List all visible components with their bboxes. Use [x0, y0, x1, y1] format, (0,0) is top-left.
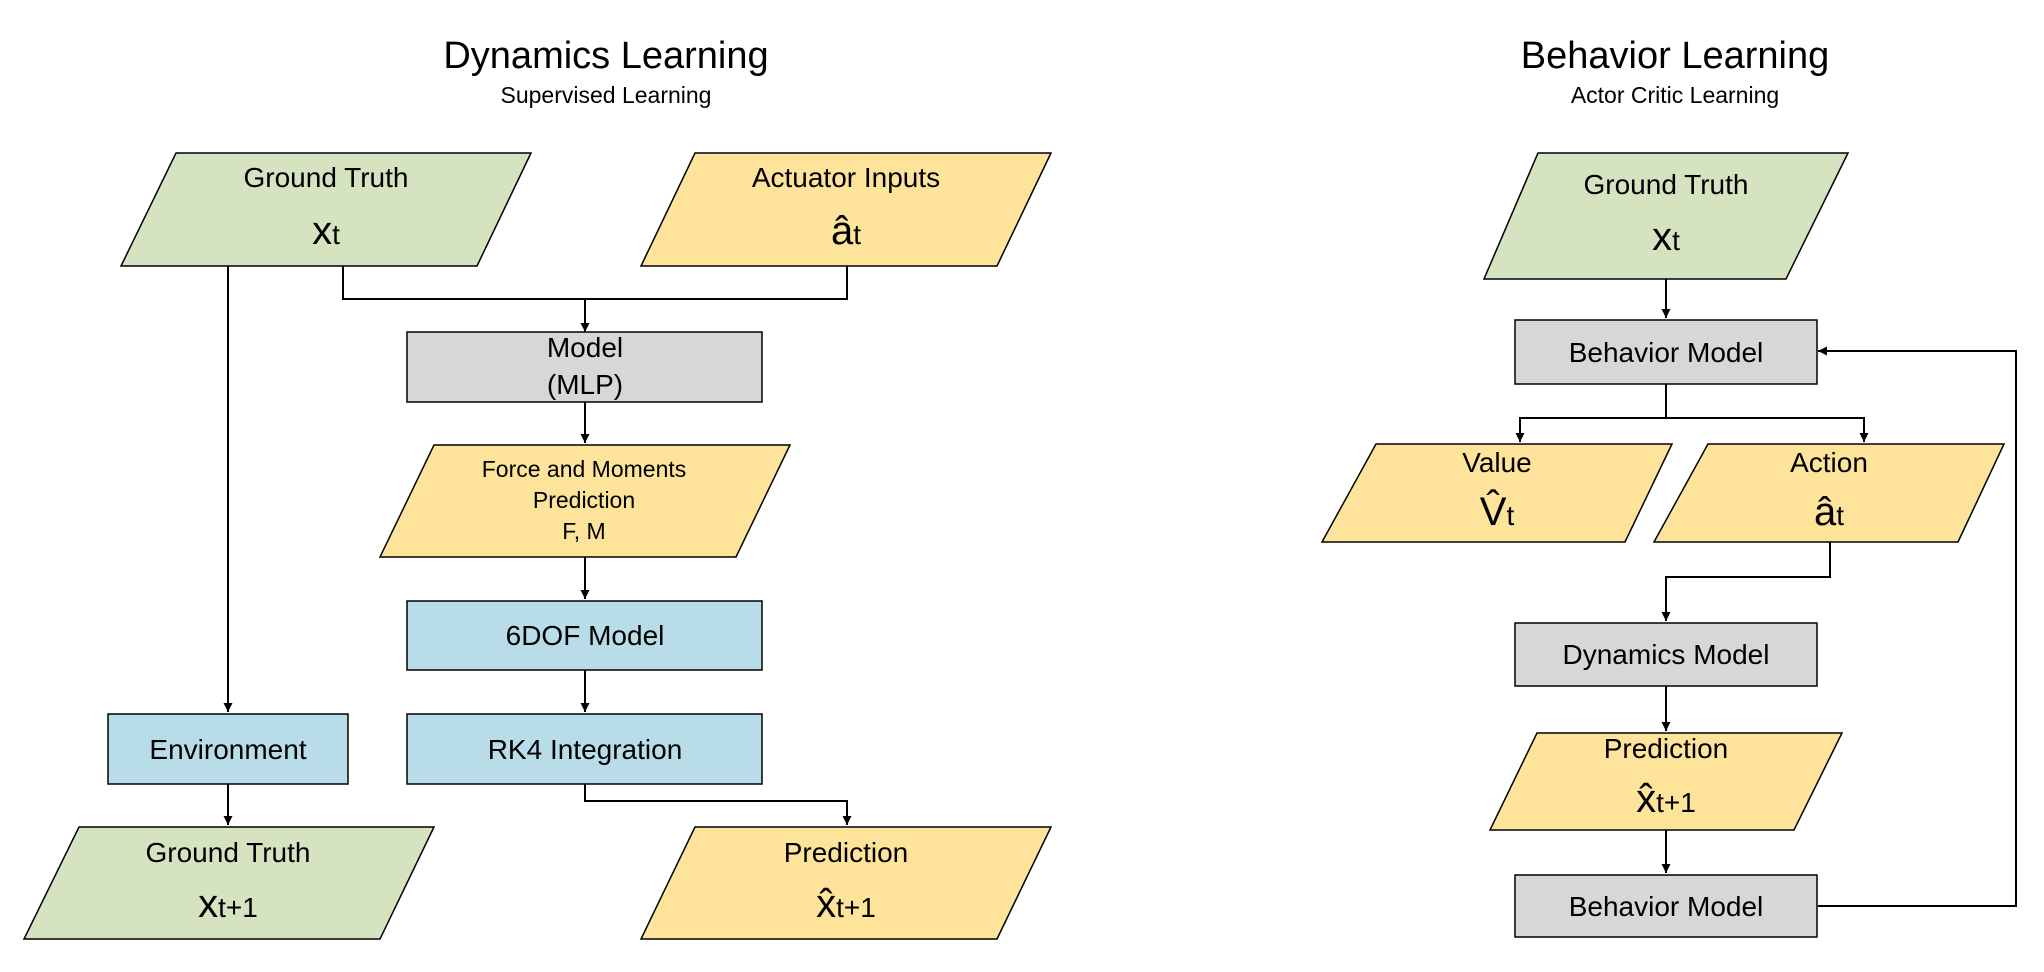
edge-behavior-model-to-value [1515, 384, 1667, 442]
force-moments-shape [378, 444, 792, 558]
rk4-integration-label: RK4 Integration [488, 734, 683, 765]
force-moments-label-2: Prediction [533, 487, 635, 513]
actuator-inputs-node: Actuator Inputs ât [639, 152, 1053, 267]
edge-ground-truth-to-model [342, 266, 590, 332]
model-mlp-label: Model [547, 332, 623, 363]
prediction-output-label: Prediction [784, 837, 909, 868]
force-moments-label-3: F, M [562, 518, 605, 544]
behavior-model-bottom-node: Behavior Model [1514, 874, 1818, 938]
ground-truth-output-symbol: xt+1 [198, 882, 258, 926]
edge-behavior-model-to-action [1666, 417, 1869, 442]
sixdof-model-shape [406, 600, 763, 671]
behavior-ground-truth-symbol: xt [1652, 215, 1680, 259]
behavior-learning-panel: Behavior Learning Actor Critic Learning … [1320, 35, 2017, 938]
prediction-output-symbol: x̂t+1 [816, 882, 876, 926]
value-label: Value [1462, 447, 1532, 478]
behavior-learning-title: Behavior Learning [1521, 35, 1829, 77]
behavior-prediction-symbol: x̂t+1 [1636, 777, 1696, 821]
value-shape [1320, 443, 1674, 543]
behavior-model-top-label: Behavior Model [1569, 337, 1764, 368]
dynamics-learning-title: Dynamics Learning [443, 35, 768, 77]
value-symbol: V̂t [1480, 488, 1515, 534]
prediction-output-node: Prediction x̂t+1 [639, 826, 1053, 940]
edge-action-to-dynamics-model [1661, 542, 1831, 621]
edge-actuator-to-model [585, 266, 848, 300]
behavior-ground-truth-label: Ground Truth [1584, 169, 1749, 200]
force-moments-label: Force and Moments [482, 456, 687, 482]
action-node: Action ât [1652, 443, 2006, 543]
edge-rk4-to-prediction [584, 784, 852, 825]
behavior-ground-truth-shape [1482, 152, 1850, 280]
behavior-model-top-shape [1514, 319, 1818, 385]
model-mlp-shape [406, 331, 763, 403]
behavior-learning-subtitle: Actor Critic Learning [1571, 82, 1779, 108]
ground-truth-shape [119, 152, 533, 267]
sixdof-model-label: 6DOF Model [506, 620, 665, 651]
dynamics-learning-panel: Dynamics Learning Supervised Learning Gr… [22, 35, 1053, 940]
environment-label: Environment [149, 734, 306, 765]
dynamics-model-label: Dynamics Model [1563, 639, 1770, 670]
behavior-prediction-label: Prediction [1604, 733, 1729, 764]
environment-shape [107, 713, 349, 785]
value-node: Value V̂t [1320, 443, 1674, 543]
action-shape [1652, 443, 2006, 543]
rk4-integration-node: RK4 Integration [406, 713, 763, 785]
behavior-prediction-node: Prediction x̂t+1 [1488, 732, 1844, 831]
force-moments-prediction-node: Force and Moments Prediction F, M [378, 444, 792, 558]
ground-truth-output-node: Ground Truth xt+1 [22, 826, 436, 940]
prediction-output-shape [639, 826, 1053, 940]
actuator-inputs-shape [639, 152, 1053, 267]
actuator-inputs-symbol: ât [831, 209, 861, 253]
rk4-integration-shape [406, 713, 763, 785]
behavior-model-bottom-shape [1514, 874, 1818, 938]
dynamics-model-shape [1514, 622, 1818, 687]
action-label: Action [1790, 447, 1868, 478]
ground-truth-symbol: xt [312, 209, 340, 253]
model-mlp-node: Model (MLP) [406, 331, 763, 403]
behavior-prediction-shape [1488, 732, 1844, 831]
ground-truth-output-shape [22, 826, 436, 940]
ground-truth-input-node: Ground Truth xt [119, 152, 533, 267]
behavior-model-bottom-label: Behavior Model [1569, 891, 1764, 922]
edge-feedback-loop [1818, 346, 2017, 907]
dynamics-model-node: Dynamics Model [1514, 622, 1818, 687]
behavior-ground-truth-node: Ground Truth xt [1482, 152, 1850, 280]
action-symbol: ât [1814, 490, 1844, 534]
dynamics-learning-subtitle: Supervised Learning [501, 82, 712, 108]
actuator-inputs-label: Actuator Inputs [752, 162, 940, 193]
behavior-model-top-node: Behavior Model [1514, 319, 1818, 385]
ground-truth-label: Ground Truth [244, 162, 409, 193]
sixdof-model-node: 6DOF Model [406, 600, 763, 671]
ground-truth-output-label: Ground Truth [146, 837, 311, 868]
environment-node: Environment [107, 713, 349, 785]
model-mlp-sublabel: (MLP) [547, 369, 623, 400]
